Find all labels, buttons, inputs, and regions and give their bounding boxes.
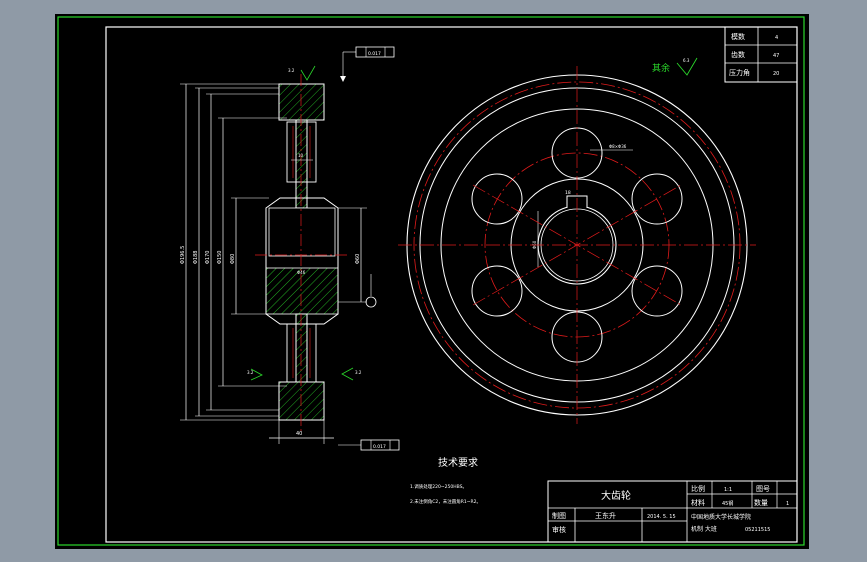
param-label-module: 模数 xyxy=(731,32,745,41)
scale-label: 比例 xyxy=(691,484,705,493)
dim-d2: Φ188 xyxy=(193,251,199,264)
param-value-teeth: 47 xyxy=(773,53,779,59)
outer-border xyxy=(57,16,805,546)
section-view: Φ196.5 Φ188 Φ170 Φ150 Φ80 Φ60 40 10 Φ46 … xyxy=(180,46,400,451)
roughness-symbol-icon xyxy=(300,65,316,81)
roughness-symbol-icon xyxy=(250,368,263,381)
dim-hole-pattern: Φ8×Φ36 xyxy=(609,144,627,149)
roughness-value-3: 3.2 xyxy=(355,370,362,375)
param-table: 模数 4 齿数 47 压力角 20 xyxy=(724,26,798,83)
roughness-value-1: 3.2 xyxy=(288,68,295,73)
quantity-value: 1 xyxy=(786,501,789,507)
tolerance-frame-bottom: 0.017 xyxy=(338,439,400,451)
param-value-pressure-angle: 20 xyxy=(773,71,779,77)
material-value: 45钢 xyxy=(722,500,733,507)
gear-drawing: 模数 4 齿数 47 压力角 20 其余 6.3 xyxy=(57,16,805,546)
datum-marker xyxy=(365,296,377,308)
tolerance-value-top: 0.017 xyxy=(368,51,381,57)
drawn-label: 制图 xyxy=(552,511,566,520)
surface-note-label: 其余 xyxy=(652,62,670,74)
dim-d5: Φ80 xyxy=(230,254,236,264)
web-hole xyxy=(631,265,683,317)
drawing-canvas: 模数 4 齿数 47 压力角 20 其余 6.3 xyxy=(55,14,809,549)
web-hole xyxy=(631,173,683,225)
web-hole xyxy=(471,173,523,225)
title-block: 大齿轮 比例 1:1 图号 材料 45钢 数量 1 制图 王东升 2014. 5… xyxy=(547,480,798,543)
tolerance-value-bottom: 0.017 xyxy=(373,444,386,450)
dim-keyway: 18 xyxy=(565,190,571,196)
tech-requirements-title: 技术要求 xyxy=(438,456,478,469)
front-view: 18 Φ60 Φ8×Φ36 xyxy=(398,66,756,424)
dim-d1: Φ196.5 xyxy=(180,246,186,264)
part-name: 大齿轮 xyxy=(601,489,631,502)
drawn-by: 王东升 xyxy=(595,511,616,520)
dim-d3: Φ170 xyxy=(205,251,211,264)
checked-label: 审核 xyxy=(552,525,566,534)
dim-d6: Φ46 xyxy=(297,270,306,275)
tolerance-frame-top: 0.017 xyxy=(340,46,395,82)
student-no: 05211515 xyxy=(745,527,770,533)
school-name: 中国地质大学长城学院 xyxy=(691,513,751,521)
tech-requirements: 技术要求 1.调质处理220~250HBS。 2.未注倒角C2，未注圆角R1~R… xyxy=(410,456,481,505)
param-value-module: 4 xyxy=(775,35,778,41)
drawing-no-label: 图号 xyxy=(756,485,770,493)
param-label-teeth: 齿数 xyxy=(731,50,745,59)
dim-face-width: 40 xyxy=(296,431,302,437)
param-label-pressure-angle: 压力角 xyxy=(729,68,750,77)
web-hole xyxy=(471,265,523,317)
dim-web: 10 xyxy=(298,153,304,158)
surface-note: 其余 6.3 xyxy=(652,57,698,76)
roughness-symbol-icon xyxy=(341,367,354,381)
drawing-date: 2014. 5. 15 xyxy=(647,514,676,520)
material-label: 材料 xyxy=(691,498,705,507)
class-name: 机制 大班 xyxy=(691,525,717,533)
roughness-value-2: 3.2 xyxy=(247,370,254,375)
tech-requirement-1: 1.调质处理220~250HBS。 xyxy=(410,483,467,490)
dim-bore: Φ60 xyxy=(355,254,361,264)
surface-note-value: 6.3 xyxy=(683,58,690,63)
roughness-symbol-icon xyxy=(676,57,698,76)
dim-d4: Φ150 xyxy=(217,251,223,264)
tech-requirement-2: 2.未注倒角C2，未注圆角R1~R2。 xyxy=(410,498,481,505)
inner-border xyxy=(105,26,798,543)
scale-value: 1:1 xyxy=(724,487,732,493)
quantity-label: 数量 xyxy=(754,498,768,507)
